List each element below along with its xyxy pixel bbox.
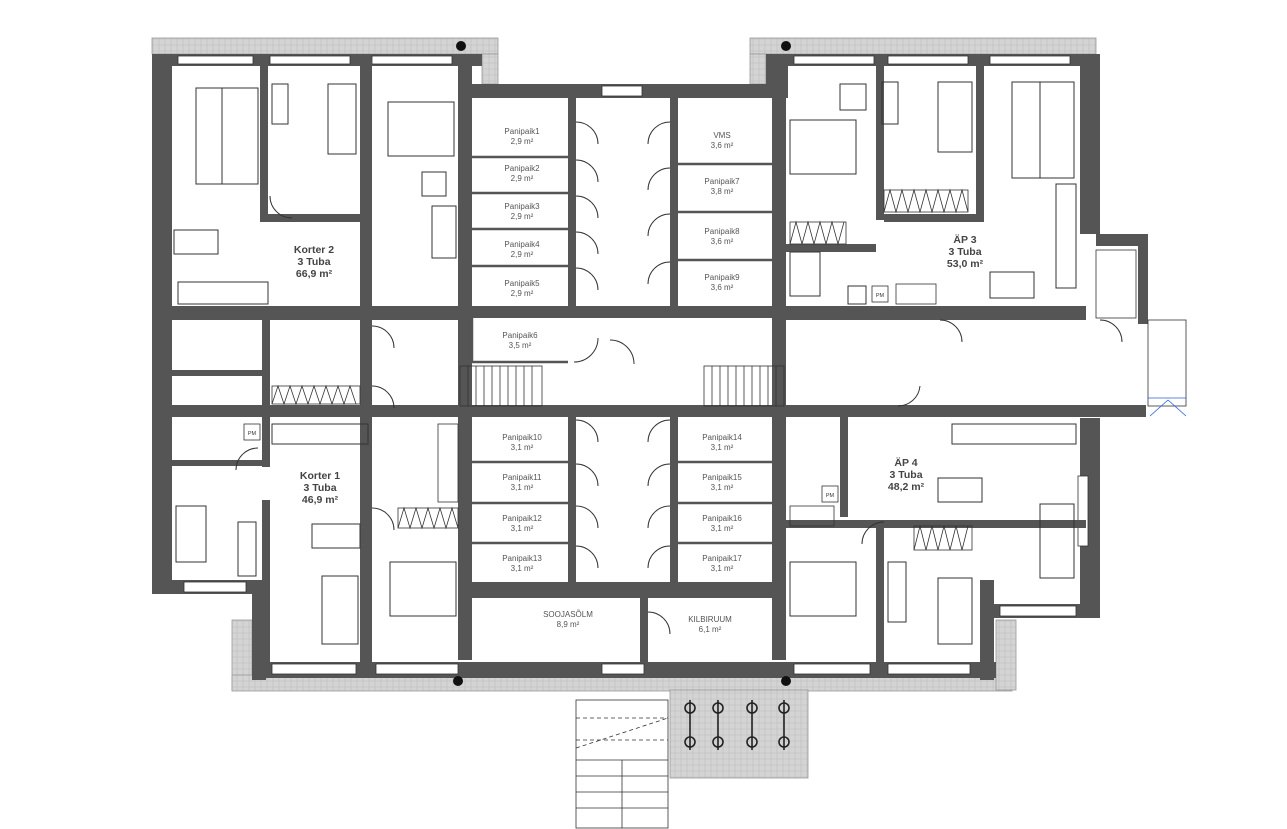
storage-name: Panipaik4 xyxy=(504,240,540,249)
storage-area: 3,1 m² xyxy=(511,483,534,492)
apartment-area: 53,0 m² xyxy=(947,258,984,270)
storage-name: Panipaik9 xyxy=(704,273,740,282)
storage-name: Panipaik12 xyxy=(502,514,542,523)
storage-name: Panipaik1 xyxy=(504,127,540,136)
bicycle-rack xyxy=(684,700,790,750)
storage-partitions xyxy=(470,155,772,545)
storage-labels: Panipaik1 2,9 m² Panipaik2 2,9 m² Panipa… xyxy=(502,127,742,634)
storage-name: SOOJASÕLM xyxy=(543,610,593,619)
apartment-name: Korter 1 xyxy=(300,470,340,482)
storage-name: Panipaik5 xyxy=(504,279,540,288)
washer-label: PM xyxy=(876,293,885,299)
storage-name: Panipaik15 xyxy=(702,473,742,482)
apartment-area: 66,9 m² xyxy=(296,268,333,280)
apartment-rooms: 3 Tuba xyxy=(889,469,922,481)
storage-area: 3,1 m² xyxy=(711,524,734,533)
wardrobes xyxy=(271,188,973,551)
storage-name: Panipaik7 xyxy=(704,177,740,186)
furniture xyxy=(173,81,1077,645)
storage-area: 3,6 m² xyxy=(711,283,734,292)
apartment-name: ÄP 4 xyxy=(894,456,917,469)
storage-area: 2,9 m² xyxy=(511,212,534,221)
storage-area: 3,5 m² xyxy=(509,341,532,350)
washer-label: PM xyxy=(248,431,257,437)
storage-area: 3,8 m² xyxy=(711,187,734,196)
interior-walls xyxy=(152,60,1146,670)
windows xyxy=(177,55,1089,675)
storage-area: 3,1 m² xyxy=(711,443,734,452)
apartment-rooms: 3 Tuba xyxy=(948,246,981,258)
storage-area: 2,9 m² xyxy=(511,289,534,298)
storage-area: 6,1 m² xyxy=(699,625,722,634)
storage-name: Panipaik11 xyxy=(503,473,543,482)
storage-area: 3,6 m² xyxy=(711,237,734,246)
storage-name: Panipaik10 xyxy=(502,433,542,442)
storage-name: Panipaik17 xyxy=(702,554,742,563)
apartment-labels: Korter 2 3 Tuba 66,9 m² Korter 1 3 Tuba … xyxy=(294,233,984,506)
storage-name: Panipaik13 xyxy=(502,554,542,563)
storage-name: KILBIRUUM xyxy=(688,615,732,624)
storage-area: 3,1 m² xyxy=(511,443,534,452)
storage-name: VMS xyxy=(713,131,730,140)
downpipes xyxy=(453,41,791,686)
storage-area: 3,1 m² xyxy=(511,564,534,573)
storage-name: Panipaik16 xyxy=(702,514,742,523)
storage-area: 2,9 m² xyxy=(511,137,534,146)
storage-area: 2,9 m² xyxy=(511,250,534,259)
terraces xyxy=(151,37,1097,779)
apartment-area: 46,9 m² xyxy=(302,494,339,506)
washer-label: PM xyxy=(826,493,835,499)
washer-symbols: PM PM PM xyxy=(243,285,889,503)
storage-area: 3,1 m² xyxy=(511,524,534,533)
staircases xyxy=(459,249,1187,829)
storage-area: 3,6 m² xyxy=(711,141,734,150)
storage-name: Panipaik6 xyxy=(502,331,538,340)
storage-area: 8,9 m² xyxy=(557,620,580,629)
apartment-rooms: 3 Tuba xyxy=(297,256,330,268)
apartment-name: Korter 2 xyxy=(294,244,334,256)
apartment-rooms: 3 Tuba xyxy=(303,482,336,494)
storage-area: 2,9 m² xyxy=(511,174,534,183)
storage-name: Panipaik14 xyxy=(702,433,742,442)
storage-area: 3,1 m² xyxy=(711,564,734,573)
apartment-name: ÄP 3 xyxy=(953,233,976,246)
storage-area: 3,1 m² xyxy=(711,483,734,492)
storage-name: Panipaik3 xyxy=(504,202,540,211)
apartment-area: 48,2 m² xyxy=(888,481,925,493)
storage-name: Panipaik8 xyxy=(704,227,740,236)
storage-name: Panipaik2 xyxy=(504,164,540,173)
doors xyxy=(235,121,1123,635)
